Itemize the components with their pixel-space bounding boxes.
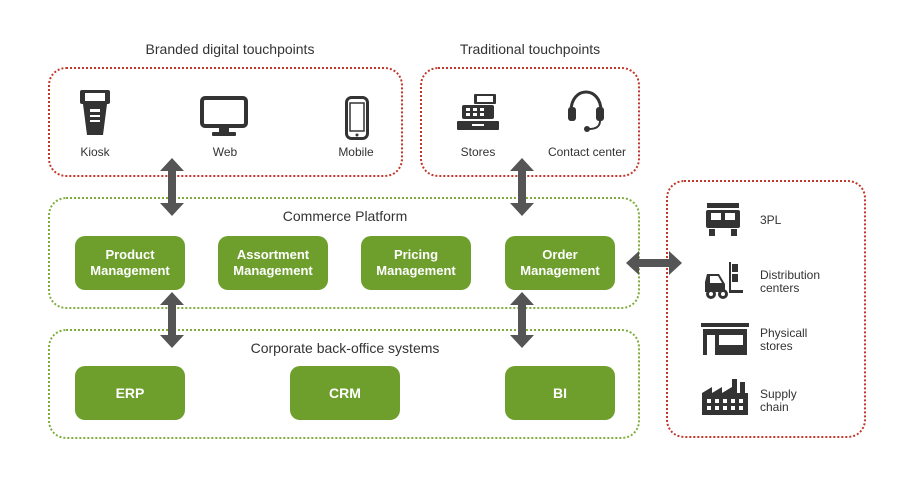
arrow-stores-to-commerce	[510, 158, 534, 216]
factory-icon	[702, 379, 748, 415]
traditional-touchpoints-title: Traditional touchpoints	[459, 41, 601, 57]
headset-icon	[568, 90, 604, 132]
arrow-product-to-backoffice	[160, 292, 184, 348]
kiosk-label: Kiosk	[80, 145, 110, 159]
product-management-module[interactable]: Product Management	[75, 236, 185, 290]
web-label: Web	[212, 145, 238, 159]
erp-module[interactable]: ERP	[75, 366, 185, 420]
physical-stores-label: Physicall stores	[760, 326, 808, 353]
bi-module[interactable]: BI	[505, 366, 615, 420]
forklift-icon	[705, 262, 743, 299]
storefront-icon	[701, 323, 749, 355]
contact-center-label: Contact center	[547, 145, 627, 159]
assortment-management-module[interactable]: Assortment Management	[218, 236, 328, 290]
stores-label: Stores	[460, 145, 496, 159]
traditional-touchpoints-box	[420, 67, 640, 177]
arrow-order-to-backoffice	[510, 292, 534, 348]
monitor-icon	[200, 96, 248, 136]
branded-touchpoints-title: Branded digital touchpoints	[145, 41, 315, 57]
commerce-platform-title: Commerce Platform	[282, 208, 408, 224]
cash-register-icon	[457, 94, 499, 130]
branded-touchpoints-box	[48, 67, 403, 177]
kiosk-icon	[80, 90, 110, 135]
pricing-management-module[interactable]: Pricing Management	[361, 236, 471, 290]
truck-icon	[706, 203, 740, 236]
back-office-title: Corporate back-office systems	[250, 340, 440, 356]
arrow-web-to-commerce	[160, 158, 184, 216]
crm-module[interactable]: CRM	[290, 366, 400, 420]
mobile-label: Mobile	[338, 145, 374, 159]
supply-chain-label: Supply chain	[760, 387, 797, 414]
back-office-box	[48, 329, 640, 439]
3pl-label: 3PL	[760, 213, 782, 227]
distribution-centers-label: Distribution centers	[760, 268, 821, 295]
order-management-module[interactable]: Order Management	[505, 236, 615, 290]
logistics-box	[666, 180, 866, 438]
smartphone-icon	[345, 96, 369, 140]
arrow-order-to-logistics	[626, 251, 682, 275]
